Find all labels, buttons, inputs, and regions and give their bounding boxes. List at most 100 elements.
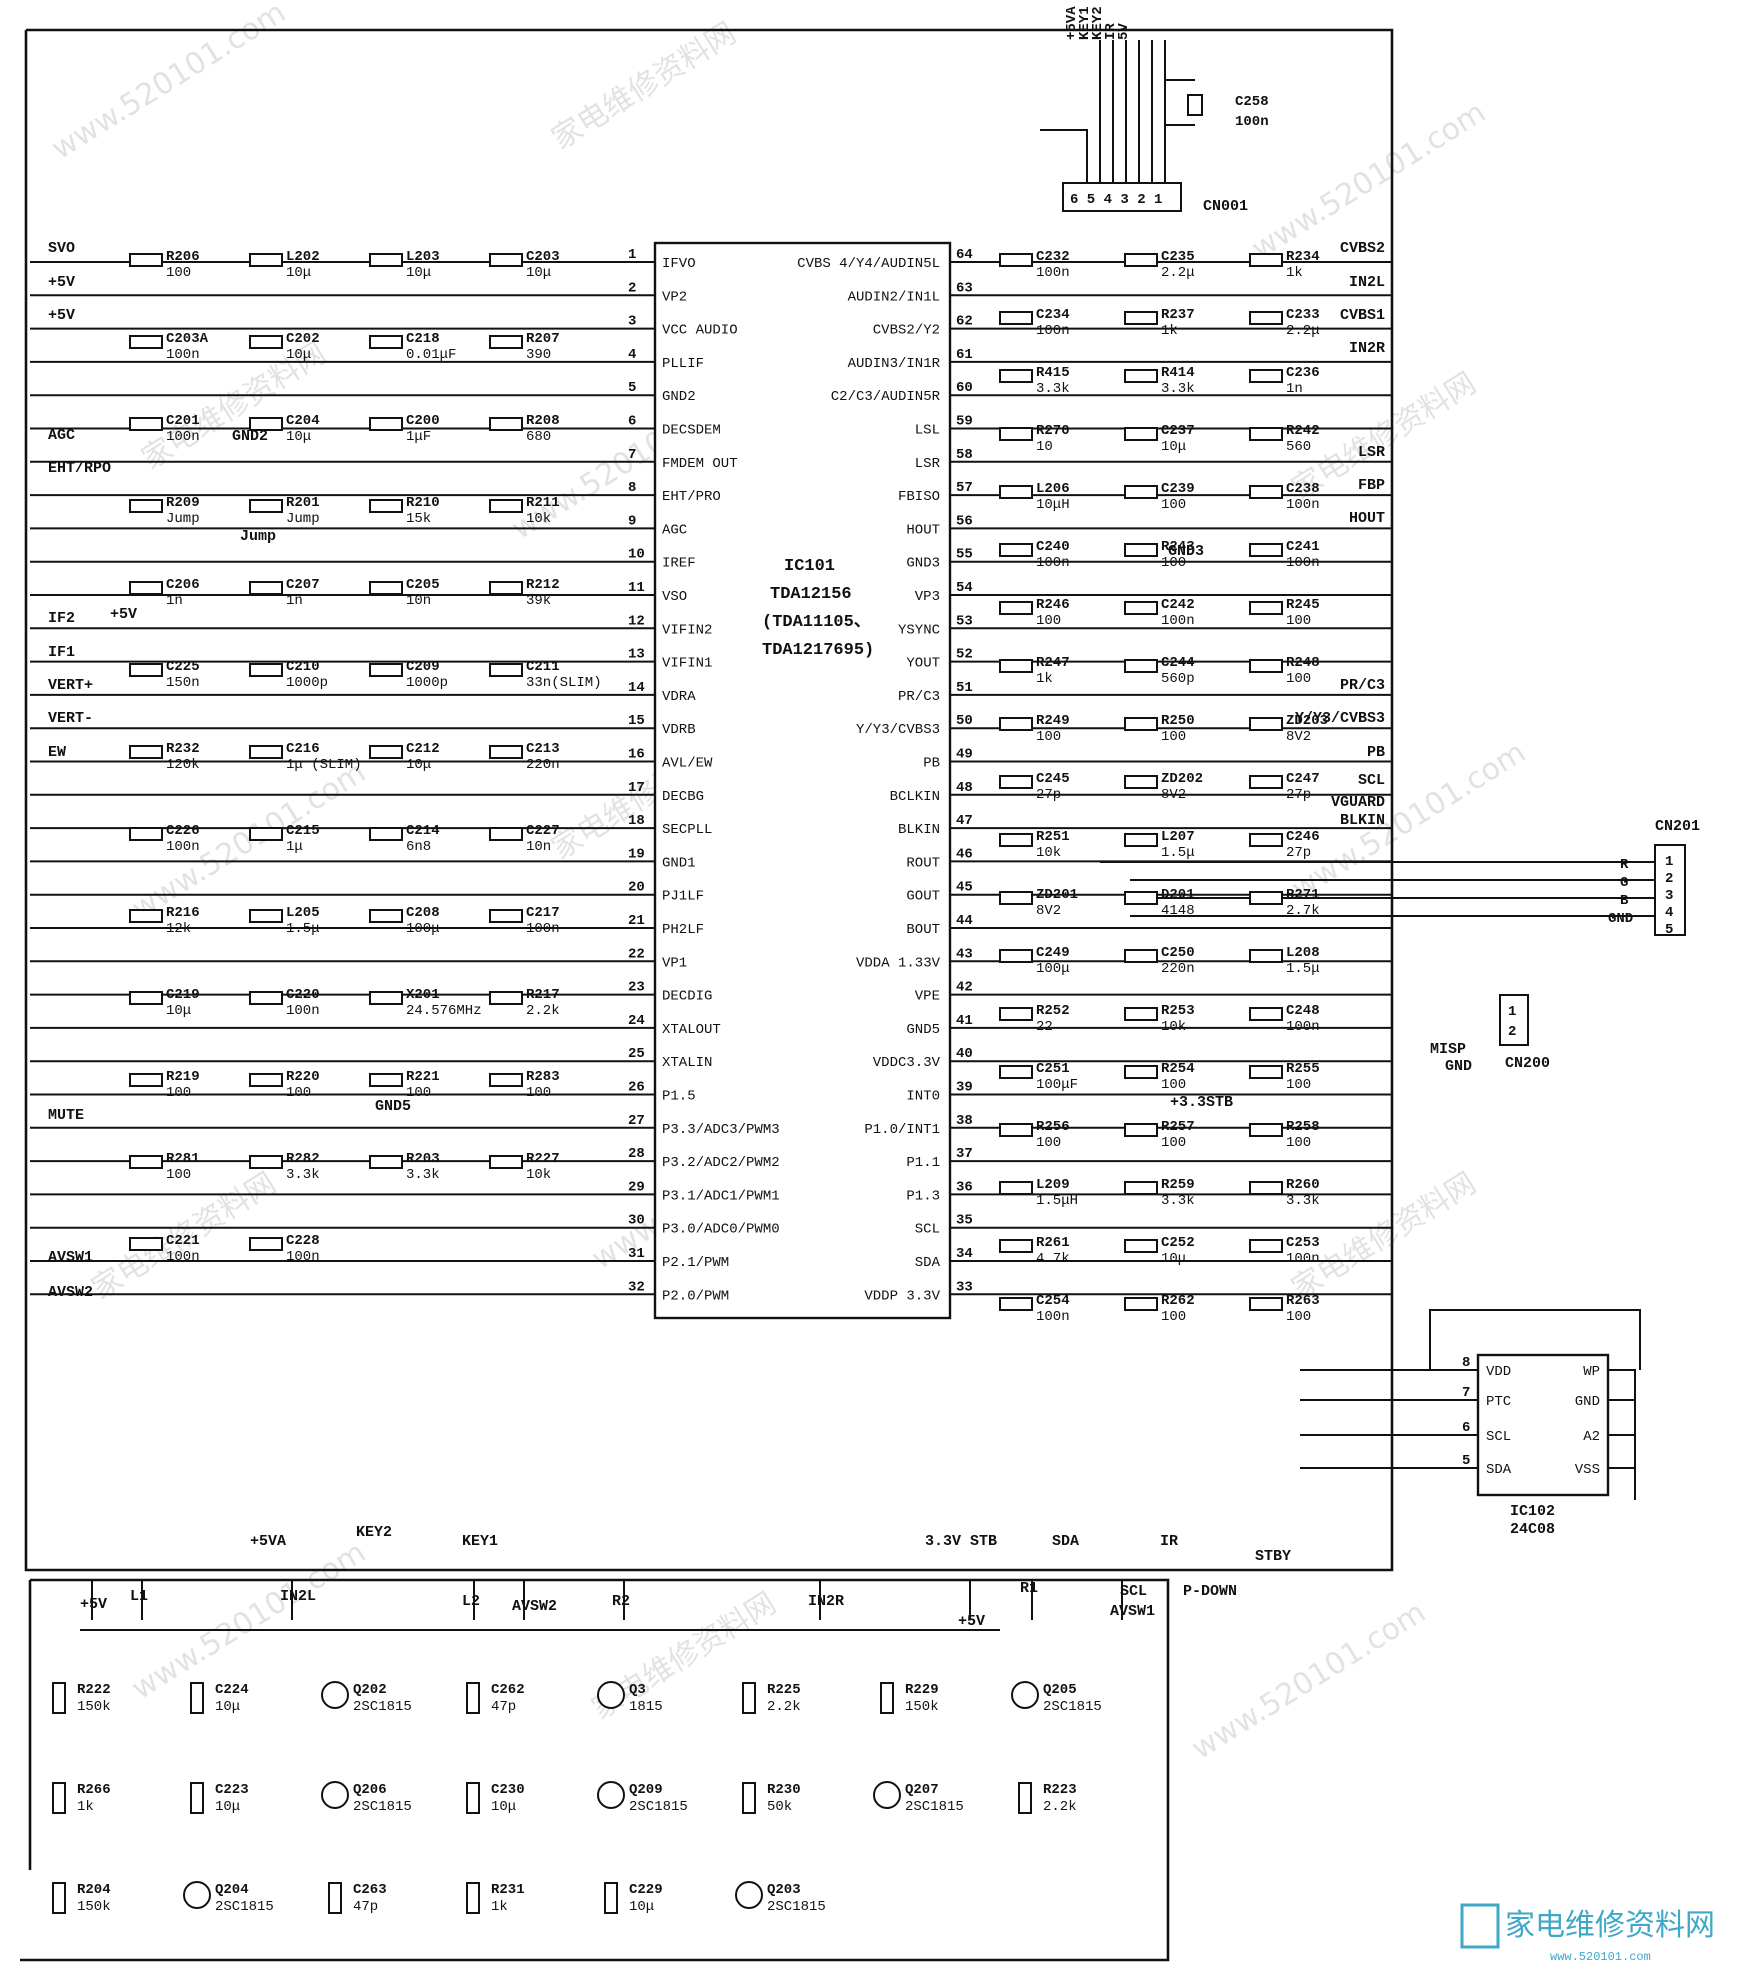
component-value: 4.7k — [1036, 1251, 1070, 1267]
ic101-pin-name: GND1 — [662, 855, 696, 871]
component-value: 10k — [1036, 845, 1061, 861]
ic101-pin-number: 60 — [956, 380, 973, 396]
component-symbol — [999, 485, 1033, 499]
component-ref: X201 — [406, 987, 440, 1003]
misc-label: P-DOWN — [1183, 1583, 1237, 1600]
component-symbol — [1249, 369, 1283, 383]
component-ref: R212 — [526, 577, 560, 593]
ic101-pin-name: GND3 — [906, 556, 940, 572]
ic102-pin-name: A2 — [1583, 1429, 1600, 1445]
ic101-pin-number: 16 — [628, 747, 645, 763]
component-value: 10k — [1161, 1019, 1186, 1035]
component-ref: L202 — [286, 249, 320, 265]
component-symbol — [489, 745, 523, 759]
misc-label: 3.3V STB — [925, 1533, 997, 1550]
component-ref: R261 — [1036, 1235, 1070, 1251]
ic101-pin-number: 62 — [956, 314, 973, 330]
transistor-symbol — [873, 1781, 901, 1809]
ic102-pin-name: PTC — [1486, 1394, 1511, 1410]
component-ref: R223 — [1043, 1782, 1077, 1798]
misc-label: SDA — [1052, 1533, 1079, 1550]
component-symbol — [999, 311, 1033, 325]
misc-label: STBY — [1255, 1548, 1291, 1565]
component-symbol — [369, 1155, 403, 1169]
ic101-pin-number: 12 — [628, 613, 645, 629]
component-symbol — [1124, 1239, 1158, 1253]
component-ref: R248 — [1286, 655, 1320, 671]
component-value: 220n — [1161, 961, 1195, 977]
ic101-pin-name: VDDA 1.33V — [856, 955, 941, 971]
component-ref: C215 — [286, 823, 320, 839]
left-net-label: IF2 — [48, 610, 75, 627]
component-symbol — [999, 543, 1033, 557]
component-symbol — [129, 1237, 163, 1251]
ic101-pin-number: 2 — [628, 280, 636, 296]
component-ref: Q207 — [905, 1782, 939, 1798]
component-value: 1815 — [629, 1699, 663, 1715]
component-ref: C234 — [1036, 307, 1070, 323]
component-symbol — [249, 745, 283, 759]
component-value: 100 — [1286, 1309, 1311, 1325]
component-ref: C221 — [166, 1233, 200, 1249]
ic102-pin-number: 7 — [1462, 1385, 1470, 1401]
cn201-pin-4: 4 — [1665, 905, 1673, 921]
ic101-pin-name: VSO — [662, 589, 687, 605]
component-value: 0.01μF — [406, 347, 456, 363]
component-value: 39k — [526, 593, 551, 609]
component-value: 1k — [1161, 323, 1178, 339]
component-ref: C241 — [1286, 539, 1320, 555]
component-symbol — [190, 1782, 204, 1814]
bottom-net-label: R1 — [1020, 1580, 1038, 1597]
ic101-pin-name: DECBG — [662, 789, 704, 805]
component-ref: R260 — [1286, 1177, 1320, 1193]
component-value: 1000p — [406, 675, 448, 691]
component-ref: C205 — [406, 577, 440, 593]
component-symbol — [742, 1682, 756, 1714]
ic101-pin-name: PB — [923, 756, 940, 772]
component-symbol — [129, 909, 163, 923]
ic101-pin-number: 24 — [628, 1013, 645, 1029]
component-value: 50k — [767, 1799, 792, 1815]
component-ref: C247 — [1286, 771, 1320, 787]
ic101-pin-number: 14 — [628, 680, 645, 696]
component-ref: C201 — [166, 413, 200, 429]
component-value: 10μ — [1161, 439, 1186, 455]
ic101-pin-name: EHT/PRO — [662, 489, 721, 505]
ic101-pin-name: P1.3 — [906, 1188, 940, 1204]
component-symbol — [249, 499, 283, 513]
component-value: 1k — [1036, 671, 1053, 687]
component-ref: C262 — [491, 1682, 525, 1698]
right-net-label: BLKIN — [1340, 812, 1385, 829]
component-ref: C208 — [406, 905, 440, 921]
component-value: 1k — [491, 1899, 508, 1915]
left-net-label: +5V — [48, 274, 75, 291]
left-net-label: AVSW1 — [48, 1249, 93, 1266]
cn001-signal-2: KEY1 — [1077, 6, 1093, 40]
component-ref: ZD203 — [1286, 713, 1328, 729]
component-symbol — [1249, 543, 1283, 557]
ic101-pin-number: 35 — [956, 1213, 973, 1229]
component-ref: Q203 — [767, 1882, 801, 1898]
ic101-pin-number: 23 — [628, 980, 645, 996]
component-value: 10μH — [1036, 497, 1070, 513]
